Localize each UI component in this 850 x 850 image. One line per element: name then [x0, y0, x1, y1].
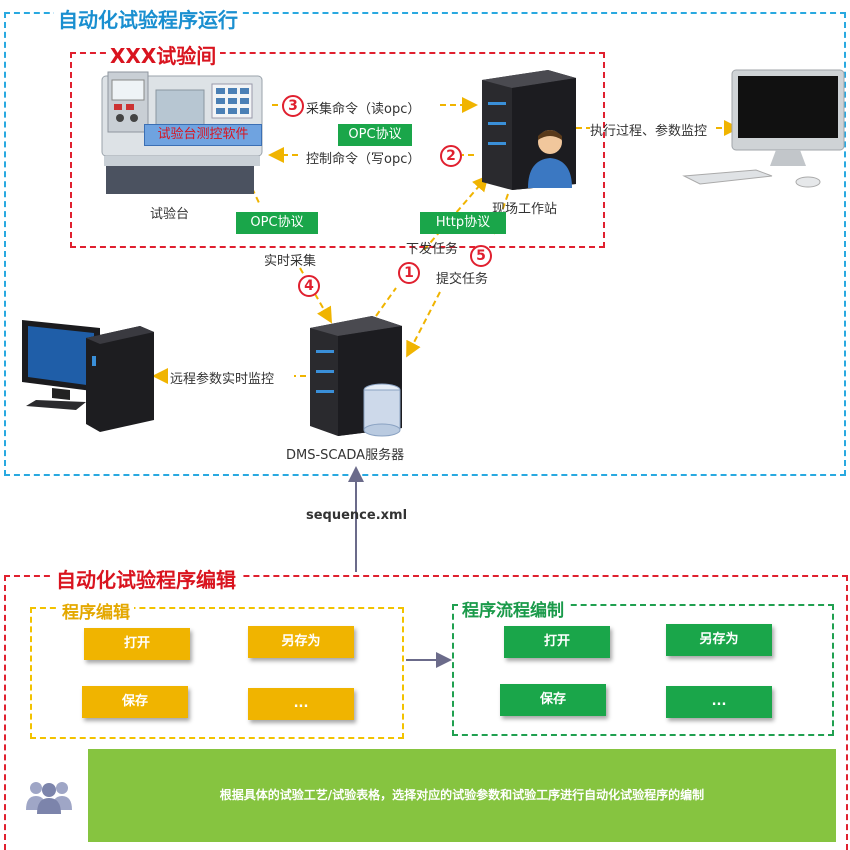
- scada-server-graphic: [306, 312, 410, 440]
- program-edit-frame: [30, 607, 404, 739]
- lab-frame: [70, 52, 605, 248]
- flow-save-as-button[interactable]: 另存为: [666, 624, 772, 656]
- workstation-label: 现场工作站: [492, 202, 558, 217]
- workstation-graphic: [478, 66, 580, 194]
- http-protocol-tag: Http协议: [420, 212, 506, 234]
- remote-pc-graphic: [16, 316, 156, 434]
- control-command-label: 控制命令（写opc）: [306, 152, 421, 167]
- program-save-as-button[interactable]: 另存为: [248, 626, 354, 658]
- remote-monitor-label: 远程参数实时监控: [170, 372, 275, 387]
- submit-task-label: 提交任务: [436, 272, 489, 287]
- flow-edit-title: 程序流程编制: [458, 596, 568, 621]
- users-icon: [24, 776, 74, 814]
- step-4-marker: 4: [298, 275, 320, 297]
- program-open-button[interactable]: 打开: [84, 628, 190, 660]
- flow-open-button[interactable]: 打开: [504, 626, 610, 658]
- imac-graphic: [680, 66, 850, 192]
- runtime-title: 自动化试验程序运行: [54, 4, 242, 33]
- test-bench-label: 试验台: [150, 207, 190, 222]
- sequence-file-label: sequence.xml: [306, 508, 408, 523]
- step-5-marker: 5: [470, 245, 492, 267]
- realtime-collect-label: 实时采集: [264, 254, 317, 269]
- step-3-marker: 3: [282, 95, 304, 117]
- test-bench-software: 试验台测控软件: [144, 124, 262, 146]
- dispatch-task-label: 下发任务: [406, 242, 459, 257]
- opc-protocol-tag-bottom: OPC协议: [236, 212, 318, 234]
- description-banner: 根据具体的试验工艺/试验表格，选择对应的试验参数和试验工序进行自动化试验程序的编…: [88, 749, 836, 842]
- step-2-marker: 2: [440, 145, 462, 167]
- flow-edit-frame: [452, 604, 834, 736]
- program-more-button[interactable]: ...: [248, 688, 354, 720]
- program-edit-title: 程序编辑: [58, 598, 134, 623]
- editing-frame: [4, 575, 848, 850]
- program-save-button[interactable]: 保存: [82, 686, 188, 718]
- monitor-label: 执行过程、参数监控: [590, 124, 708, 139]
- editing-title: 自动化试验程序编辑: [52, 564, 240, 593]
- flow-save-button[interactable]: 保存: [500, 684, 606, 716]
- flow-more-button[interactable]: ...: [666, 686, 772, 718]
- collect-command-label: 采集命令（读opc）: [306, 102, 421, 117]
- lab-title: XXX试验间: [106, 40, 221, 69]
- server-label: DMS-SCADA服务器: [286, 448, 405, 463]
- runtime-frame: [4, 12, 846, 476]
- step-1-marker: 1: [398, 262, 420, 284]
- opc-protocol-tag-top: OPC协议: [338, 124, 412, 146]
